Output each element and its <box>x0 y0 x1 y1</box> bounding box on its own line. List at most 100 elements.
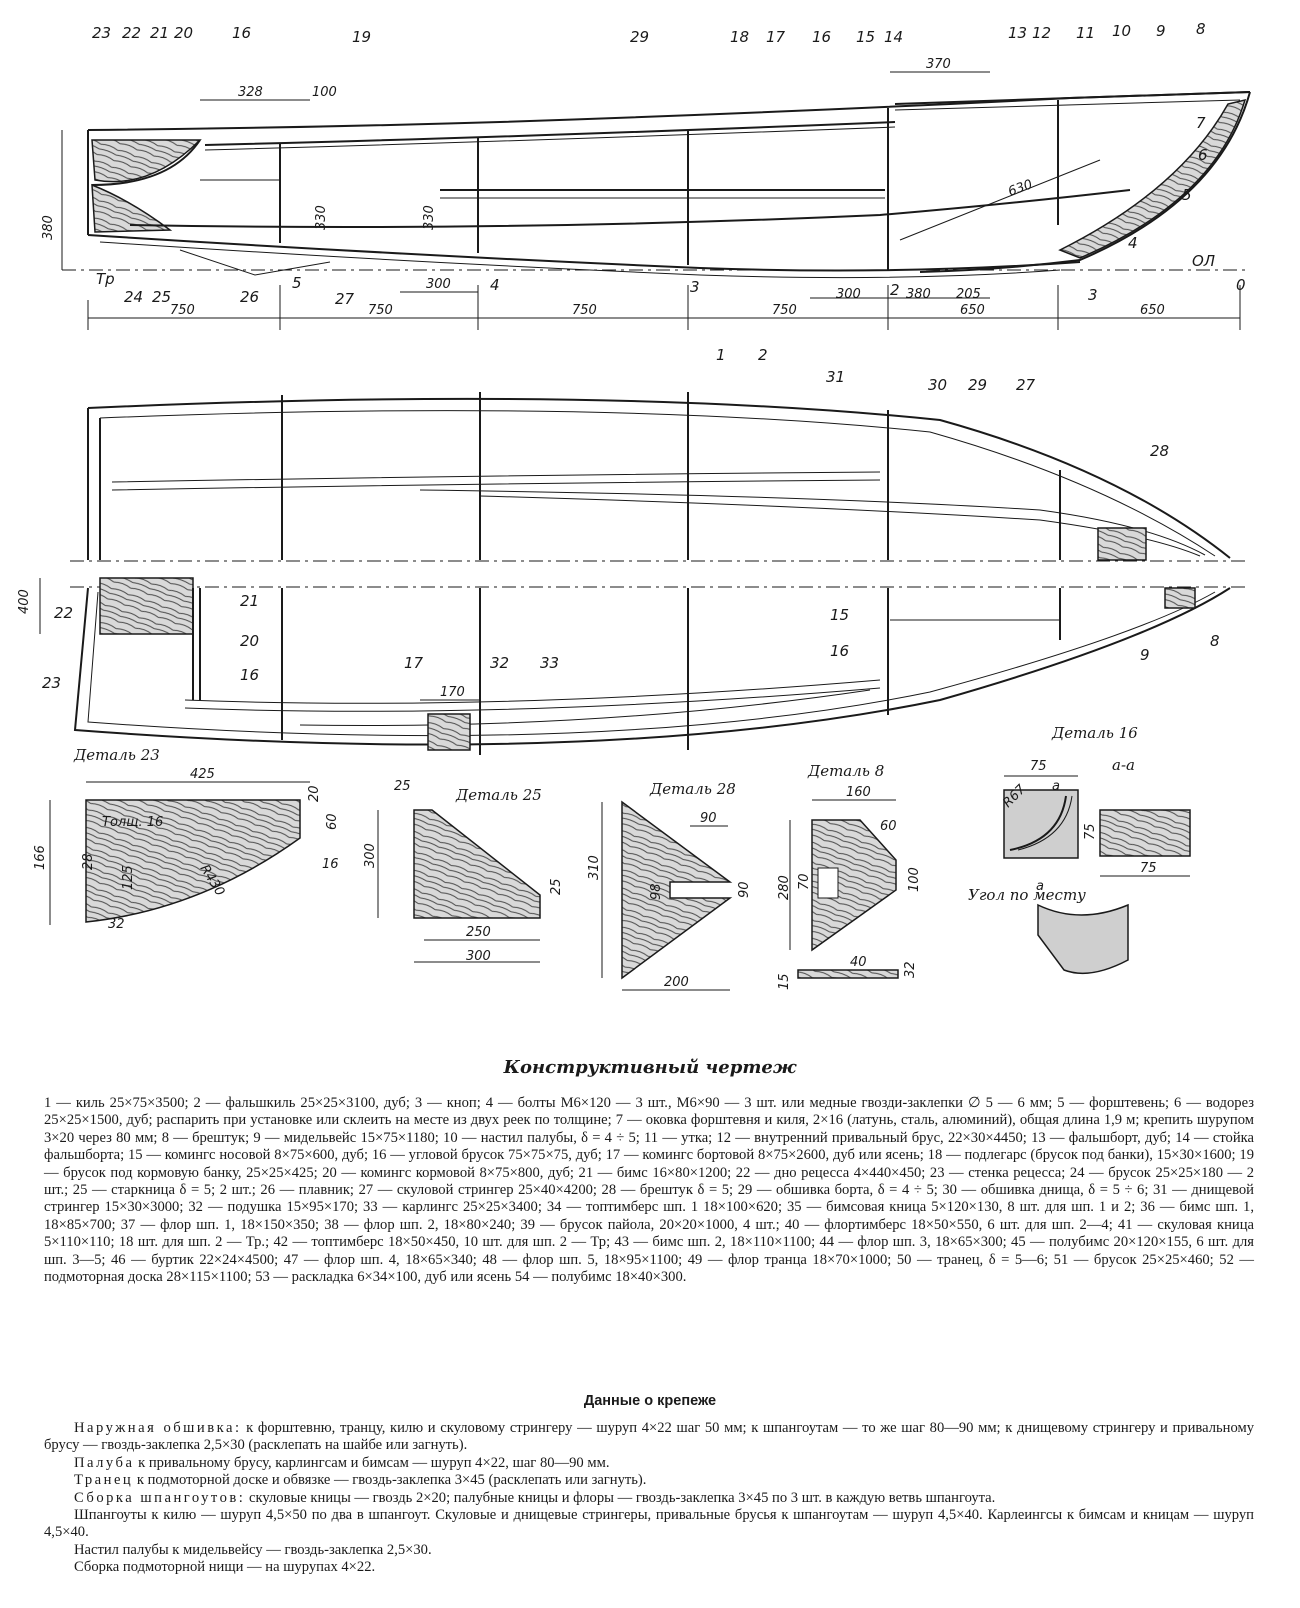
svg-text:16: 16 <box>322 857 339 872</box>
part-label: 15 <box>830 606 849 624</box>
fastener-item: Настил палубы к мидельвейсу — гвоздь-зак… <box>74 1541 432 1558</box>
part-label: 7 <box>1196 114 1206 132</box>
detail-8: Деталь 8 160 60 280 70 100 40 32 15 <box>777 762 922 990</box>
part-label: 12 <box>1032 24 1051 42</box>
fasteners-list: Наружная обшивка: к форштевню, транцу, к… <box>44 1420 1254 1577</box>
part-label: 21 <box>150 24 169 42</box>
construction-drawing: 23 22 21 20 16 19 29 18 17 16 15 14 13 1… <box>17 20 1251 991</box>
part-label: 16 <box>812 28 831 46</box>
fastener-item: Сборка подмоторной нищи — на шурупах 4×2… <box>74 1559 376 1576</box>
dim: 300 <box>426 277 451 292</box>
part-label: 3 <box>690 278 700 296</box>
part-label: 13 <box>1008 24 1027 42</box>
dim: 750 <box>368 303 393 318</box>
detail-title: Деталь 28 <box>649 780 736 798</box>
part-label: 28 <box>1150 442 1169 460</box>
svg-text:а: а <box>1036 879 1044 894</box>
part-label: 2 <box>758 346 768 364</box>
svg-text:75: 75 <box>1030 759 1047 774</box>
part-label: 10 <box>1112 22 1131 40</box>
svg-text:Толщ. 16: Толщ. 16 <box>102 815 163 830</box>
svg-text:300: 300 <box>466 949 491 964</box>
part-label: 29 <box>968 376 987 394</box>
part-label: 4 <box>1128 234 1138 252</box>
fastener-item: Наружная обшивка: к форштевню, транцу, к… <box>44 1420 1254 1454</box>
part-label: 9 <box>1156 22 1166 40</box>
part-label: 30 <box>928 376 947 394</box>
svg-text:310: 310 <box>587 855 602 880</box>
dim: 330 <box>422 205 437 230</box>
part-label: 4 <box>490 276 500 294</box>
detail-title: Деталь 23 <box>73 746 160 764</box>
part-label: 21 <box>240 592 259 610</box>
part-label: 14 <box>884 28 903 46</box>
dim: 100 <box>312 85 337 100</box>
dim: 300 <box>836 287 861 302</box>
side-view <box>61 71 1251 330</box>
svg-text:75: 75 <box>1140 861 1157 876</box>
svg-text:25: 25 <box>394 779 411 794</box>
part-label: 5 <box>1182 186 1192 204</box>
part-label: 19 <box>352 28 371 46</box>
svg-text:160: 160 <box>846 785 871 800</box>
part-label: 2 <box>890 281 900 299</box>
part-label: 29 <box>630 28 649 46</box>
dim: 170 <box>440 685 465 700</box>
part-label: ОЛ <box>1192 252 1215 270</box>
svg-text:20: 20 <box>307 785 322 802</box>
part-label: 27 <box>335 290 355 308</box>
plan-view <box>39 392 1250 755</box>
plan-view-labels: 31 30 29 27 28 15 16 9 8 22 21 20 16 23 … <box>17 368 1220 700</box>
svg-text:100: 100 <box>907 867 922 892</box>
part-label: 11 <box>1076 24 1095 42</box>
detail-title: Деталь 25 <box>455 786 542 804</box>
part-label: 24 <box>124 288 143 306</box>
dim: 750 <box>572 303 597 318</box>
side-view-labels: 23 22 21 20 16 19 29 18 17 16 15 14 13 1… <box>41 20 1246 364</box>
svg-text:300: 300 <box>363 843 378 868</box>
dim: 380 <box>41 215 56 240</box>
part-label: 18 <box>730 28 749 46</box>
part-label: 22 <box>54 604 73 622</box>
dim: 328 <box>238 85 263 100</box>
svg-text:а-а: а-а <box>1112 756 1135 774</box>
part-label: 32 <box>490 654 509 672</box>
svg-text:60: 60 <box>325 813 340 830</box>
svg-text:32: 32 <box>108 917 125 932</box>
detail-title: Деталь 16 <box>1051 724 1138 742</box>
part-label: 16 <box>240 666 259 684</box>
svg-text:28: 28 <box>81 853 96 870</box>
svg-text:90: 90 <box>737 881 752 898</box>
part-label: 22 <box>122 24 141 42</box>
dim: 380 <box>906 287 931 302</box>
part-label: 17 <box>766 28 786 46</box>
svg-text:200: 200 <box>664 975 689 990</box>
svg-text:25: 25 <box>549 878 564 895</box>
part-label: 16 <box>232 24 251 42</box>
svg-text:70: 70 <box>797 873 812 890</box>
dim: 750 <box>772 303 797 318</box>
svg-text:90: 90 <box>700 811 717 826</box>
dim: 650 <box>1140 303 1165 318</box>
part-label: 23 <box>42 674 61 692</box>
dim: 370 <box>926 57 951 72</box>
dim: 205 <box>956 287 981 302</box>
part-label: 5 <box>292 274 302 292</box>
part-label: 15 <box>856 28 875 46</box>
part-label: 31 <box>826 368 845 386</box>
fastener-item: Шпангоуты к килю — шуруп 4,5×50 по два в… <box>44 1507 1254 1541</box>
svg-text:425: 425 <box>190 767 215 782</box>
svg-text:166: 166 <box>33 845 48 870</box>
svg-text:40: 40 <box>850 955 867 970</box>
part-label: 27 <box>1016 376 1036 394</box>
detail-28: Деталь 28 90 310 98 90 200 <box>587 780 752 991</box>
part-label: 16 <box>830 642 849 660</box>
svg-text:125: 125 <box>121 865 136 890</box>
detail-25: Деталь 25 25 300 25 250 300 <box>363 779 564 964</box>
svg-text:а: а <box>1052 779 1060 794</box>
part-label: 8 <box>1210 632 1220 650</box>
detail-16: Деталь 16 а-а 75 R67 а а 75 75 Угол по м… <box>968 724 1191 975</box>
fastener-item: Палуба к привальному брусу, карлингсам и… <box>74 1454 610 1471</box>
svg-text:98: 98 <box>649 883 664 900</box>
svg-text:32: 32 <box>903 961 918 978</box>
